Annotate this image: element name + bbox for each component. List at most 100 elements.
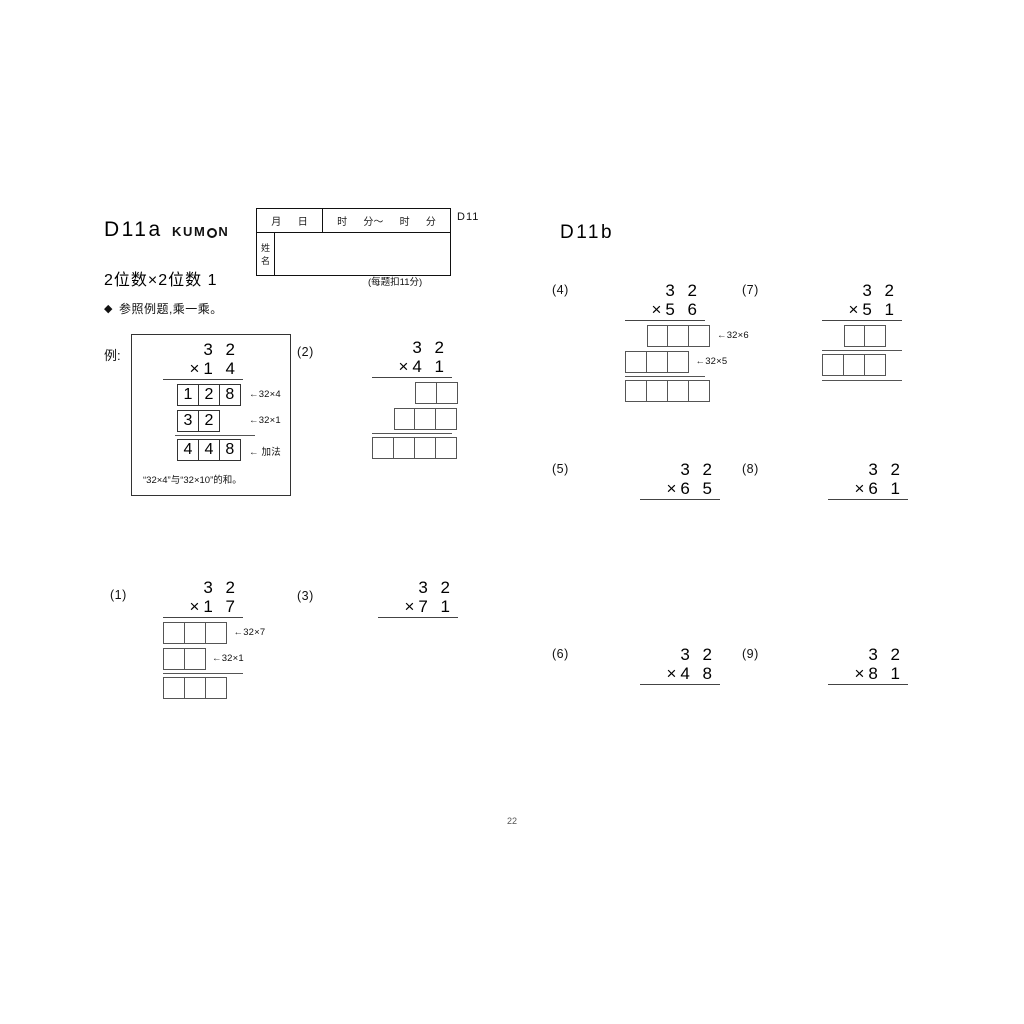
answer-cell[interactable] [163, 622, 185, 645]
document-code: D11 [457, 211, 480, 223]
multiplicand-4: 3 2 [665, 281, 701, 300]
problem-number-2: (2) [297, 345, 314, 359]
day-label: 日 [297, 217, 308, 228]
answer-cell[interactable] [163, 677, 185, 700]
example-footnote: “32×4”与“32×10”的和。 [143, 475, 242, 486]
answer-cell[interactable] [415, 382, 437, 405]
answer-cell[interactable] [864, 325, 887, 348]
multiplier-7: ×5 1 [848, 300, 898, 320]
multiplication-rule-3 [378, 617, 458, 619]
answer-cell[interactable] [667, 325, 690, 348]
page-title: 2位数×2位数 1 [104, 272, 218, 289]
multiplicand-5: 3 2 [680, 460, 716, 479]
answer-box-row [163, 622, 243, 645]
multiplicand-1: 3 2 [203, 578, 239, 597]
multiplication-rule-1 [163, 617, 243, 619]
kumon-logo-suffix: N [218, 224, 230, 239]
problem-stack-6: 3 2×4 8 [640, 645, 720, 686]
example-total-digit: 8 [218, 439, 241, 462]
answer-cell[interactable] [204, 677, 227, 700]
instruction-text: 参照例题,乘一乘。 [118, 302, 223, 316]
partial-product-note: ←32×1 [212, 653, 244, 665]
end-hour-label: 时 [399, 217, 410, 228]
start-hour-label: 时 [337, 217, 348, 228]
answer-cell[interactable] [183, 648, 206, 671]
answer-cell[interactable] [666, 380, 689, 403]
answer-box-row [822, 354, 902, 377]
date-cell[interactable]: 月 日 [257, 209, 323, 232]
name-date-box: 月 日 时 分～ 时 分 姓 名 [256, 208, 451, 276]
answer-cell[interactable] [822, 354, 844, 377]
answer-cell[interactable] [645, 351, 668, 374]
answer-cell[interactable] [843, 325, 866, 348]
answer-box-row [843, 325, 903, 348]
multiplier-8: ×6 1 [854, 479, 904, 499]
multiplication-rule-9 [828, 684, 908, 686]
answer-cell[interactable] [183, 622, 206, 645]
problem-stack-1: 3 2×1 7 ←32×7 ←32×1 [163, 578, 265, 700]
name-label: 姓 名 [257, 233, 275, 276]
multiplicand-2: 3 2 [412, 338, 448, 357]
answer-cell[interactable] [666, 351, 689, 374]
answer-box-row [646, 325, 711, 348]
answer-cell[interactable] [645, 380, 668, 403]
multiplication-rule-4 [625, 320, 705, 322]
answer-cell[interactable] [625, 351, 647, 374]
problem-number-4: (4) [552, 283, 569, 297]
answer-cell[interactable] [687, 380, 710, 403]
month-label: 月 [271, 217, 282, 228]
answer-box-row [163, 677, 243, 700]
answer-cell[interactable] [435, 382, 458, 405]
example-problem: 3 2 ×1 4 1 2 8 ←32×4 3 2 ←32×1 4 4 [163, 340, 281, 462]
answer-cell[interactable] [434, 437, 457, 460]
sum-rule-7 [822, 380, 902, 382]
problem-stack-8: 3 2×6 1 [828, 460, 908, 501]
answer-cell[interactable] [842, 354, 865, 377]
multiplication-rule-7 [822, 320, 902, 322]
example-total-digit: 4 [177, 439, 199, 462]
problem-stack-5: 3 2×6 5 [640, 460, 720, 501]
answer-cell[interactable] [204, 622, 227, 645]
page-number: 22 [506, 816, 517, 826]
problem-number-1: (1) [110, 588, 127, 602]
answer-cell[interactable] [414, 408, 437, 431]
multiplicand-8: 3 2 [868, 460, 904, 479]
example-partial-2-note: ←32×1 [249, 415, 281, 427]
answer-cell[interactable] [863, 354, 886, 377]
answer-cell[interactable] [163, 648, 185, 671]
example-partial-2-digit: 2 [197, 410, 220, 433]
sum-rule-4 [625, 376, 705, 378]
problem-number-9: (9) [742, 647, 759, 661]
problem-stack-3: 3 2×7 1 [378, 578, 458, 619]
multiplication-rule-8 [828, 499, 908, 501]
answer-box-row [393, 408, 458, 431]
left-page-code: D11a [104, 218, 163, 241]
partial-product-note: ←32×7 [233, 627, 266, 639]
answer-cell[interactable] [392, 437, 415, 460]
example-partial-1-note: ←32×4 [249, 389, 281, 401]
multiplicand-6: 3 2 [680, 645, 716, 664]
answer-cell[interactable] [372, 437, 394, 460]
answer-box-row [625, 380, 710, 403]
answer-cell[interactable] [413, 437, 436, 460]
sum-rule-2 [372, 433, 452, 435]
multiplicand-9: 3 2 [868, 645, 904, 664]
start-minute-label: 分～ [363, 217, 384, 228]
name-input-field[interactable] [275, 233, 450, 276]
answer-box-row [415, 382, 458, 405]
multiplication-rule-5 [640, 499, 720, 501]
time-cell[interactable]: 时 分～ 时 分 [323, 209, 450, 232]
problem-number-5: (5) [552, 462, 569, 476]
answer-cell[interactable] [393, 408, 416, 431]
example-multiplicand: 3 2 [203, 340, 239, 359]
answer-cell[interactable] [625, 380, 647, 403]
multiplication-rule-2 [372, 377, 452, 379]
answer-cell[interactable] [183, 677, 206, 700]
answer-cell[interactable] [646, 325, 669, 348]
multiplicand-7: 3 2 [862, 281, 898, 300]
answer-cell[interactable] [435, 408, 458, 431]
multiplier-1: ×1 7 [189, 597, 239, 617]
answer-cell[interactable] [688, 325, 711, 348]
answer-box-row [372, 437, 458, 460]
